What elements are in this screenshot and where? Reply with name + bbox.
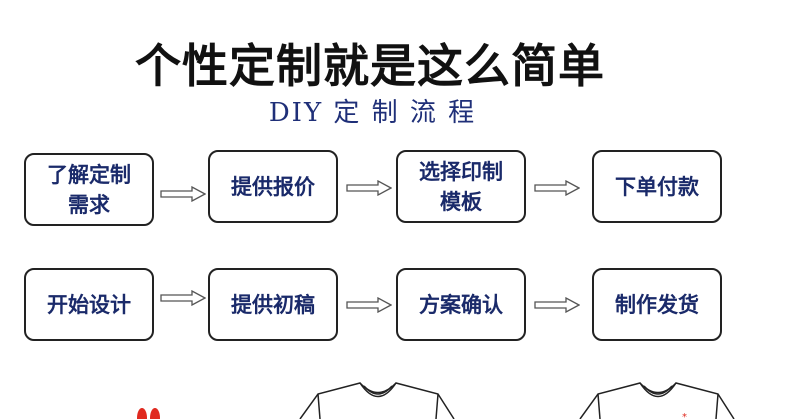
arrow-right-icon bbox=[346, 180, 392, 196]
tshirt-outline-icon bbox=[299, 382, 455, 419]
logo-mark-icon bbox=[137, 408, 160, 419]
arrow-right-icon bbox=[534, 180, 580, 196]
page-subtitle: DIY 定 制 流 程 bbox=[268, 98, 477, 128]
step-box: 方案确认 bbox=[396, 268, 526, 341]
svg-text:*: * bbox=[682, 412, 687, 419]
arrow-right-icon bbox=[346, 297, 392, 313]
step-box: 提供报价 bbox=[208, 150, 338, 223]
arrow-right-icon bbox=[534, 297, 580, 313]
tshirt-outline-icon: * bbox=[579, 382, 735, 419]
step-box: 制作发货 bbox=[592, 268, 722, 341]
step-box: 了解定制需求 bbox=[24, 153, 154, 226]
page-title: 个性定制就是这么简单 bbox=[135, 39, 605, 93]
arrow-right-icon bbox=[160, 186, 206, 202]
step-box: 开始设计 bbox=[24, 268, 154, 341]
arrow-right-icon bbox=[160, 290, 206, 306]
step-box: 下单付款 bbox=[592, 150, 722, 223]
step-box: 选择印制模板 bbox=[396, 150, 526, 223]
step-box: 提供初稿 bbox=[208, 268, 338, 341]
